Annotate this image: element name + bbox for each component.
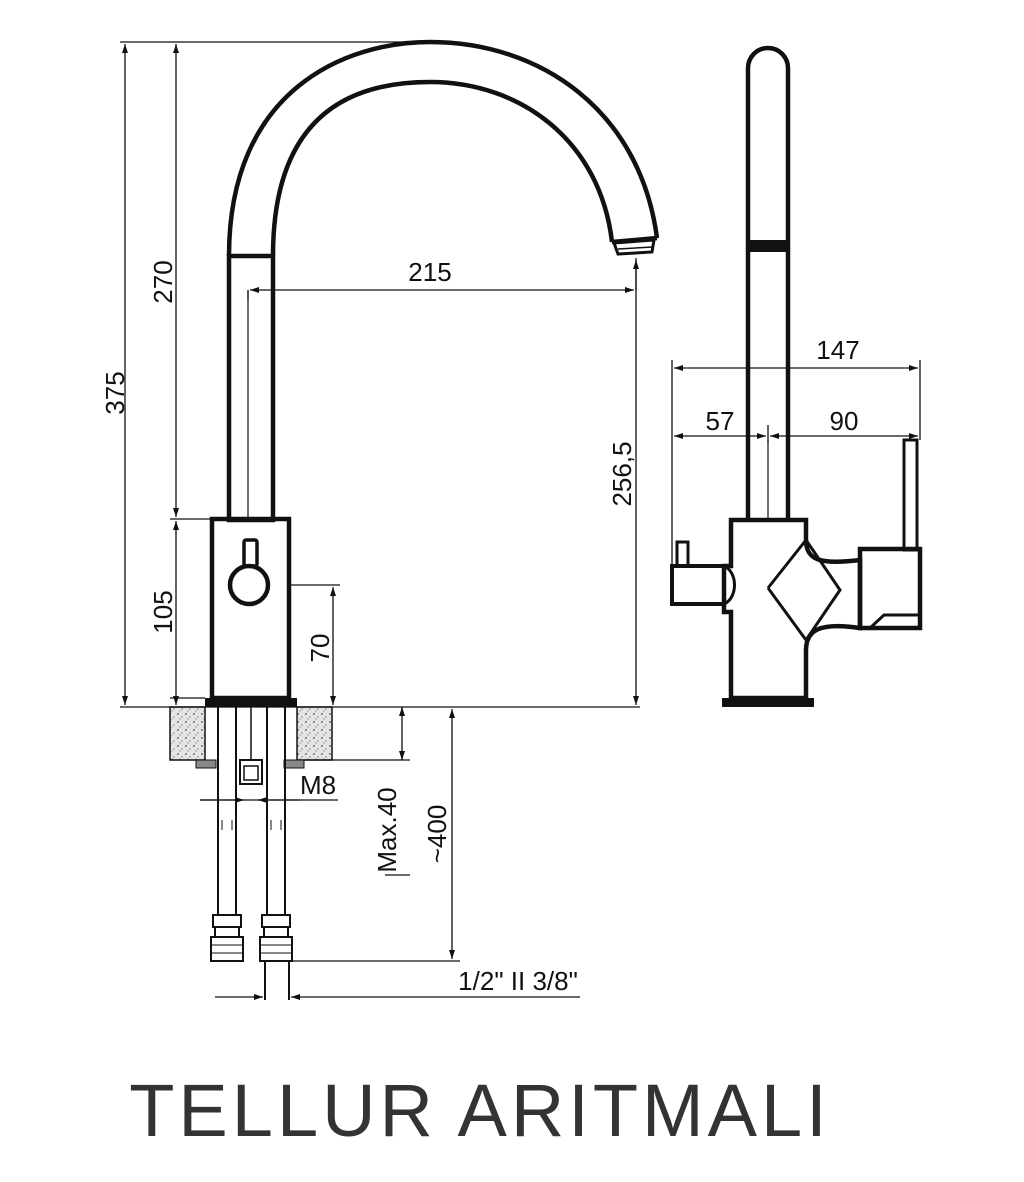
dim-215-label: 215	[408, 257, 451, 287]
washer-left	[195, 759, 217, 769]
aerator	[611, 238, 656, 256]
dim-57-label: 57	[706, 406, 735, 436]
product-title: TELLUR ARITMALI	[129, 1069, 831, 1152]
side-lever-rod	[902, 438, 919, 552]
dim-90-label: 90	[830, 406, 859, 436]
washer-right	[283, 759, 305, 769]
dim-105-label: 105	[148, 590, 178, 633]
dimension-lines-side	[671, 360, 921, 604]
base-ring	[205, 698, 297, 707]
front-view	[169, 39, 660, 1000]
faucet-body	[209, 516, 292, 701]
countertop-left	[169, 706, 206, 761]
dim-256-5-label: 256,5	[607, 441, 637, 506]
side-spout	[745, 45, 791, 520]
max-40-label: Max.40	[372, 787, 402, 872]
side-view	[670, 45, 923, 707]
supply-hoses	[210, 707, 293, 1000]
side-front-knob	[670, 564, 726, 606]
dimension-lines-front	[120, 41, 640, 1000]
hose-400-label: ~400	[422, 805, 452, 864]
spout-arc-inner	[270, 79, 615, 257]
side-base-ring	[722, 698, 814, 707]
side-body	[721, 517, 863, 701]
dim-270-label: 270	[148, 260, 178, 303]
countertop-right	[296, 706, 333, 761]
spout-tube	[226, 253, 276, 523]
dim-375-label: 375	[100, 371, 130, 414]
side-spout-band	[748, 240, 788, 252]
dim-70-label: 70	[305, 634, 335, 663]
handle-slot	[242, 538, 259, 568]
thread-m8-label: M8	[300, 770, 336, 800]
handle-circle	[227, 563, 271, 607]
side-lever-box	[857, 546, 923, 631]
faucet-technical-drawing: 375 270 105 70 215 256,5 147 57 90 M8 Ma…	[100, 39, 923, 1000]
connection-size-label: 1/2" II 3/8"	[458, 966, 578, 996]
side-valve-facet	[766, 539, 842, 641]
dim-147-label: 147	[816, 335, 859, 365]
